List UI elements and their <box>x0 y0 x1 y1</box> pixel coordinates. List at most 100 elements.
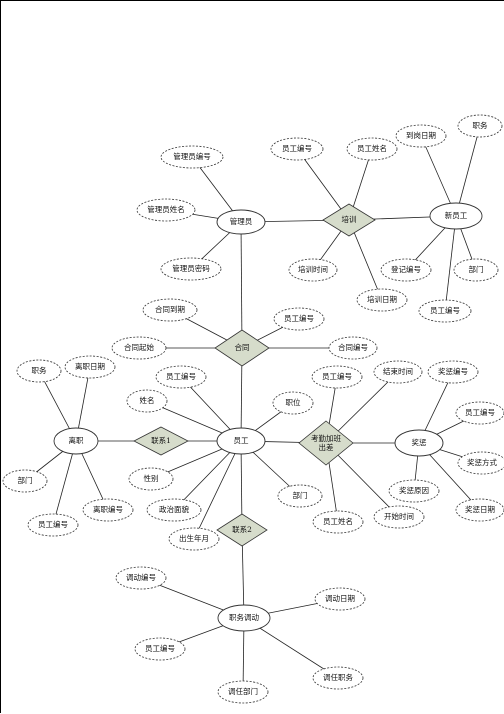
attribute-at_end-label: 结束时间 <box>383 366 413 376</box>
edge-newemp-ne_duty <box>455 125 481 217</box>
attribute-shape <box>277 484 323 508</box>
attribute-shape <box>64 355 116 379</box>
attribute-aw_no: 奖惩编号 <box>427 360 479 384</box>
attribute-shape <box>312 666 364 690</box>
attribute-e_gender: 性别 <box>128 467 174 491</box>
attribute-tr_time: 培训时间 <box>288 258 338 282</box>
attribute-shape <box>312 510 364 534</box>
attribute-ne_empno: 员工编号 <box>418 299 472 323</box>
attribute-e_no-label: 员工编号 <box>166 371 196 381</box>
attribute-mgr_name: 管理员姓名 <box>136 198 196 222</box>
attribute-tf_empno: 员工编号 <box>134 637 186 661</box>
relationship-contract-label: 合同 <box>235 342 250 352</box>
shapes: 管理员编号管理员姓名管理员密码员工编号员工姓名培训时间培训日期到岗日期职务登记编… <box>2 114 504 704</box>
relationship-shape <box>298 420 354 466</box>
attribute-shape <box>453 258 499 282</box>
entity-newemp-label: 新员工 <box>445 210 468 220</box>
entity-shape <box>216 427 266 455</box>
attribute-shape <box>314 587 366 611</box>
relationship-shape <box>214 329 270 367</box>
attribute-shape <box>288 258 338 282</box>
relationship-contract: 合同 <box>214 329 270 367</box>
attribute-tr_empno-label: 员工编号 <box>282 143 312 153</box>
relationship-shape <box>133 426 189 456</box>
attribute-e_dept: 部门 <box>277 484 323 508</box>
attribute-shape <box>418 299 472 323</box>
entity-resign: 离职 <box>53 427 99 455</box>
entity-manager: 管理员 <box>216 209 266 235</box>
attribute-e_no: 员工编号 <box>155 365 207 389</box>
attribute-ne_dept: 部门 <box>453 258 499 282</box>
attribute-shape <box>168 527 220 551</box>
attribute-mgr_pwd: 管理员密码 <box>160 257 222 281</box>
attribute-shape <box>2 469 48 493</box>
attribute-shape <box>427 360 479 384</box>
attribute-ct_start: 合同起始 <box>111 336 167 360</box>
attribute-aw_no-label: 奖惩编号 <box>438 366 468 376</box>
attribute-shape <box>457 451 504 475</box>
entity-manager-label: 管理员 <box>230 216 253 226</box>
attribute-r_dept-label: 部门 <box>18 475 33 485</box>
attribute-aw_date-label: 奖惩日期 <box>465 504 495 514</box>
relationship-link1-label: 联系1 <box>151 435 171 445</box>
attribute-shape <box>457 114 503 138</box>
attribute-r_duty: 职务 <box>16 359 62 383</box>
attribute-tf_no-label: 调动编号 <box>126 572 156 582</box>
attribute-ne_arrive-label: 到岗日期 <box>406 131 436 140</box>
attribute-tr_empname-label: 员工姓名 <box>357 143 387 153</box>
attribute-tr_empno: 员工编号 <box>270 137 324 161</box>
attribute-shape <box>380 258 432 282</box>
attribute-shape <box>356 288 408 312</box>
attribute-shape <box>160 145 224 169</box>
attribute-shape <box>328 336 378 360</box>
attribute-shape <box>155 365 207 389</box>
attribute-r_no: 离职编号 <box>82 498 134 522</box>
attribute-shape <box>146 498 202 522</box>
relationship-shape <box>216 513 268 547</box>
attribute-shape <box>455 401 504 425</box>
entity-award-label: 奖惩 <box>412 437 427 447</box>
attribute-e_dept-label: 部门 <box>293 490 308 500</box>
entity-transfer: 职务调动 <box>217 604 271 632</box>
attribute-tf_newdept-label: 调任部门 <box>228 686 258 696</box>
edge-manager-contract <box>240 221 243 349</box>
attribute-aw_reason: 奖惩原因 <box>388 479 440 503</box>
attribute-r_empno: 员工编号 <box>27 513 79 537</box>
entity-award: 奖惩 <box>394 429 444 457</box>
attribute-shape <box>373 360 423 384</box>
attribute-aw_mode-label: 奖惩方式 <box>467 457 497 467</box>
attribute-shape <box>373 505 425 529</box>
attribute-mgr_no-label: 管理员编号 <box>173 151 211 161</box>
attribute-tr_empname: 员工姓名 <box>346 137 398 161</box>
edge-emp-e_birth <box>193 440 242 540</box>
entity-shape <box>394 429 444 457</box>
attribute-tr_date-label: 培训日期 <box>367 294 397 304</box>
entity-resign-label: 离职 <box>69 435 84 445</box>
attribute-r_no-label: 离职编号 <box>93 504 123 514</box>
attribute-e_politic: 政治面貌 <box>146 498 202 522</box>
relationship-train-label: 培训 <box>342 214 357 224</box>
attribute-tr_time-label: 培训时间 <box>298 264 328 274</box>
attribute-shape <box>272 391 314 415</box>
entity-shape <box>217 604 271 632</box>
attribute-e_politic-label: 政治面貌 <box>159 504 189 514</box>
attribute-at_start: 开始时间 <box>373 505 425 529</box>
edge-newemp-ne_empno <box>444 215 457 312</box>
attribute-r_empno-label: 员工编号 <box>38 519 68 529</box>
attribute-e_birth-label: 出生年月 <box>179 533 209 543</box>
attribute-ne_regno-label: 登记编号 <box>391 264 421 274</box>
attribute-tf_date: 调动日期 <box>314 587 366 611</box>
attribute-tf_newduty: 调任职务 <box>312 666 364 690</box>
attribute-shape <box>455 498 504 522</box>
attribute-ct_empno: 员工编号 <box>273 307 325 331</box>
attribute-shape <box>388 479 440 503</box>
attribute-e_birth: 出生年月 <box>168 527 220 551</box>
attribute-shape <box>160 257 222 281</box>
edge-train-tr_date <box>348 219 383 301</box>
attribute-ct_expire: 合同到期 <box>142 298 198 322</box>
entity-transfer-label: 职务调动 <box>229 612 259 622</box>
attribute-ct_start-label: 合同起始 <box>124 342 154 352</box>
relationship-link2-label: 联系2 <box>232 524 252 534</box>
entity-shape <box>53 427 99 455</box>
attribute-ct_empno-label: 员工编号 <box>284 313 314 323</box>
